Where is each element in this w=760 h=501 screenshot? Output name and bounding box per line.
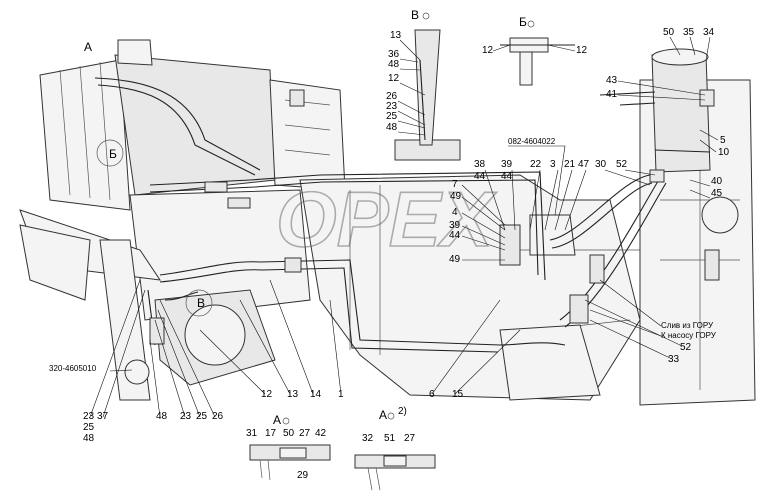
callout-n48c: 48 — [83, 433, 95, 444]
watermark-text: OPEX — [276, 175, 497, 263]
callout-n50a: 50 — [663, 27, 675, 38]
callout-n27b: 27 — [404, 433, 416, 444]
callout-n5: 5 — [720, 135, 726, 146]
callout-n47: 47 — [578, 159, 590, 170]
callout-pump: К насосу ГОРУ — [661, 331, 717, 340]
callout-n6: 6 — [429, 389, 435, 400]
callout-n38: 38 — [474, 159, 486, 170]
callout-n13a: 13 — [390, 30, 402, 41]
callout-n3: 3 — [550, 159, 556, 170]
fittings — [149, 89, 720, 345]
callout-n21: 21 — [564, 159, 576, 170]
callout-n52b: 52 — [680, 342, 692, 353]
callout-n25c: 25 — [196, 411, 208, 422]
callout-n15: 15 — [452, 389, 464, 400]
callout-A-view2: А — [379, 408, 387, 422]
callout-n37: 37 — [97, 411, 109, 422]
callout-n44a: 44 — [474, 171, 486, 182]
callout-n43: 43 — [606, 75, 618, 86]
callout-n29: 29 — [297, 470, 309, 481]
callout-n22: 22 — [530, 159, 542, 170]
callout-n40: 40 — [711, 176, 723, 187]
callout-n45: 45 — [711, 188, 723, 199]
callout-n48d: 48 — [156, 411, 168, 422]
callout-n23c: 23 — [180, 411, 192, 422]
callout-n12a: 12 — [388, 73, 400, 84]
callout-n1: 1 — [338, 389, 344, 400]
callout-n48b: 48 — [386, 122, 398, 133]
callout-V-low: В — [197, 296, 205, 310]
callout-code082: 082-4604022 — [508, 137, 556, 146]
callout-n27a: 27 — [299, 428, 311, 439]
callout-n42: 42 — [315, 428, 327, 439]
callout-n52a: 52 — [616, 159, 628, 170]
callout-note2: 2) — [398, 406, 407, 417]
callout-n49a: 49 — [450, 191, 462, 202]
callout-n50b: 50 — [283, 428, 295, 439]
callout-code320: 320-4605010 — [49, 364, 97, 373]
detail-views — [249, 444, 436, 491]
callout-n35: 35 — [683, 27, 695, 38]
callout-n30: 30 — [595, 159, 607, 170]
callout-n44b: 44 — [501, 171, 513, 182]
callout-n26a: 26 — [386, 91, 398, 102]
machine-outline — [19, 29, 756, 406]
callout-n14: 14 — [310, 389, 322, 400]
callout-n7: 7 — [452, 179, 458, 190]
callout-n17: 17 — [265, 428, 277, 439]
callout-n12b: 12 — [482, 45, 494, 56]
callout-n48a: 48 — [388, 59, 400, 70]
callout-V-view: В — [411, 8, 419, 22]
callout-B-mid: Б — [109, 147, 117, 161]
callout-n25b: 25 — [83, 422, 95, 433]
callout-drain: Слив из ГОРУ — [661, 321, 714, 330]
callout-n23b: 23 — [83, 411, 95, 422]
callout-A-view1: А — [273, 413, 281, 427]
callout-n51: 51 — [384, 433, 396, 444]
callout-n4: 4 — [452, 207, 458, 218]
callout-B-view: Б — [519, 15, 527, 29]
callout-n36: 36 — [388, 49, 400, 60]
view-markers — [96, 12, 535, 425]
callout-n12d: 12 — [261, 389, 273, 400]
callout-n25a: 25 — [386, 111, 398, 122]
callout-n26b: 26 — [212, 411, 224, 422]
callout-n44c: 44 — [449, 230, 461, 241]
callout-n39b: 39 — [449, 220, 461, 231]
callout-n32: 32 — [362, 433, 374, 444]
callout-n33: 33 — [668, 354, 680, 365]
callout-A-top: А — [84, 40, 92, 54]
callout-n23a: 23 — [386, 101, 398, 112]
callout-n49b: 49 — [449, 254, 461, 265]
leader-lines — [89, 36, 719, 418]
callout-n41: 41 — [606, 89, 618, 100]
callout-n13b: 13 — [287, 389, 299, 400]
callout-n31: 31 — [246, 428, 258, 439]
callout-n10: 10 — [718, 147, 730, 158]
callout-n12c: 12 — [576, 45, 588, 56]
callout-n34: 34 — [703, 27, 715, 38]
callout-n39a: 39 — [501, 159, 513, 170]
